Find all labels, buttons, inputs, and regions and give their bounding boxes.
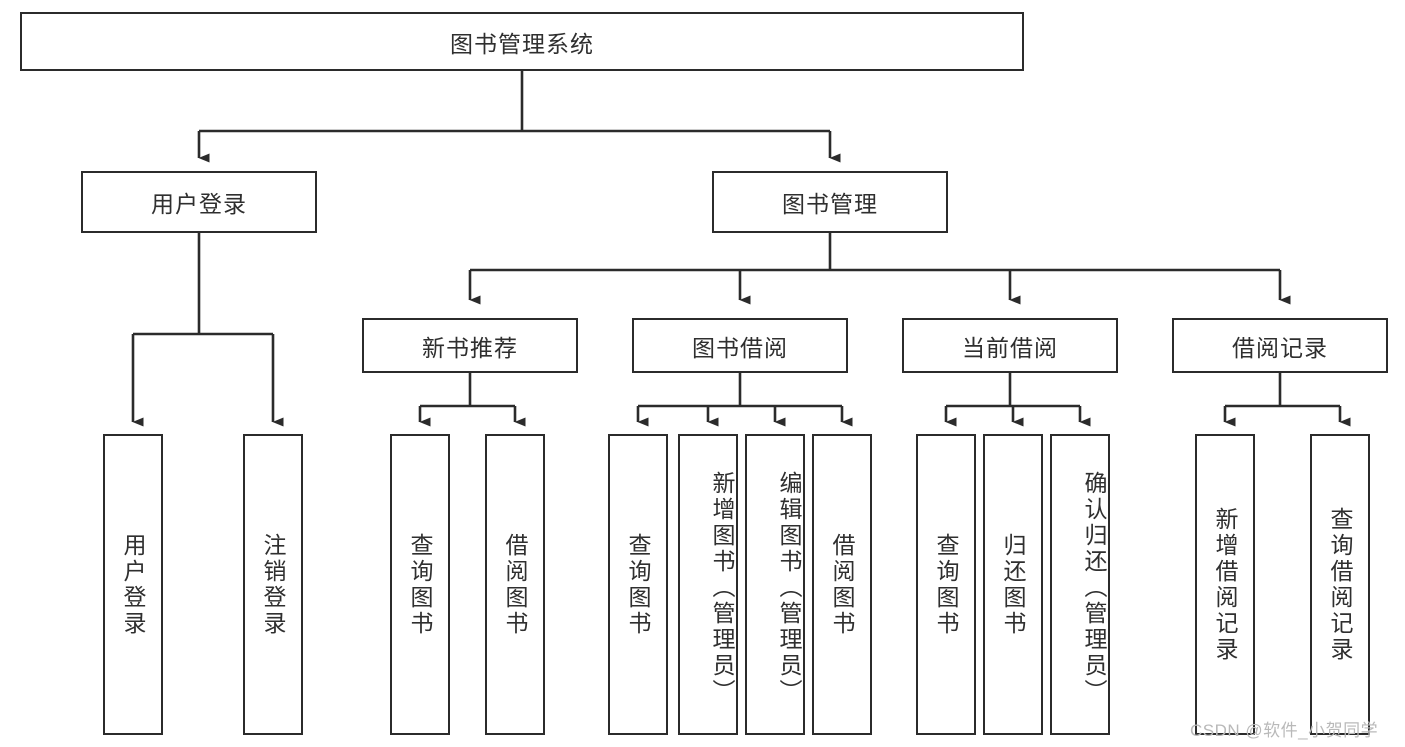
- node-label: 归还图书: [1000, 532, 1027, 637]
- csdn-watermark: CSDN @软件_小贺同学: [1190, 721, 1379, 740]
- node-label: 查询借阅记录: [1327, 506, 1354, 663]
- node-label: 用户登录: [151, 191, 247, 217]
- node-label: 查询图书: [933, 532, 960, 637]
- node-label: 注销登录: [260, 532, 287, 637]
- node-leaf-add-book-admin[interactable]: 新增图书（管理员）: [678, 434, 738, 735]
- node-leaf-borrow-book-recommend[interactable]: 借阅图书: [485, 434, 545, 735]
- node-label: 图书管理: [782, 191, 878, 217]
- node-label: 当前借阅: [962, 334, 1058, 361]
- node-leaf-return-book[interactable]: 归还图书: [983, 434, 1043, 735]
- node-label: 借阅图书: [502, 532, 529, 637]
- node-new-book-recommend[interactable]: 新书推荐: [362, 318, 578, 373]
- node-label: 确认归还（管理员）: [1081, 470, 1107, 705]
- node-leaf-query-book-borrow[interactable]: 查询图书: [608, 434, 668, 735]
- node-root-book-management-system[interactable]: 图书管理系统: [20, 12, 1024, 71]
- node-book-borrow[interactable]: 图书借阅: [632, 318, 848, 373]
- node-leaf-query-book-current[interactable]: 查询图书: [916, 434, 976, 735]
- node-label: 查询图书: [625, 532, 652, 637]
- node-label: 新书推荐: [422, 334, 518, 361]
- node-leaf-logout[interactable]: 注销登录: [243, 434, 303, 735]
- node-leaf-edit-book-admin[interactable]: 编辑图书（管理员）: [745, 434, 805, 735]
- node-user-login[interactable]: 用户登录: [81, 171, 317, 233]
- node-label: 用户登录: [120, 532, 147, 637]
- node-leaf-user-login[interactable]: 用户登录: [103, 434, 163, 735]
- node-label: 图书管理系统: [450, 30, 594, 57]
- node-label: 新增借阅记录: [1212, 506, 1239, 663]
- node-leaf-add-borrow-record[interactable]: 新增借阅记录: [1195, 434, 1255, 735]
- node-label: 编辑图书（管理员）: [776, 470, 802, 705]
- node-label: 查询图书: [407, 532, 434, 637]
- node-label: 新增图书（管理员）: [709, 470, 735, 705]
- node-label: 借阅图书: [829, 532, 856, 637]
- node-leaf-confirm-return-admin[interactable]: 确认归还（管理员）: [1050, 434, 1110, 735]
- node-label: 图书借阅: [692, 334, 788, 361]
- node-leaf-query-book-recommend[interactable]: 查询图书: [390, 434, 450, 735]
- node-leaf-query-borrow-record[interactable]: 查询借阅记录: [1310, 434, 1370, 735]
- node-book-management[interactable]: 图书管理: [712, 171, 948, 233]
- node-current-borrow[interactable]: 当前借阅: [902, 318, 1118, 373]
- node-borrow-record[interactable]: 借阅记录: [1172, 318, 1388, 373]
- node-label: 借阅记录: [1232, 334, 1328, 361]
- node-leaf-lend-book[interactable]: 借阅图书: [812, 434, 872, 735]
